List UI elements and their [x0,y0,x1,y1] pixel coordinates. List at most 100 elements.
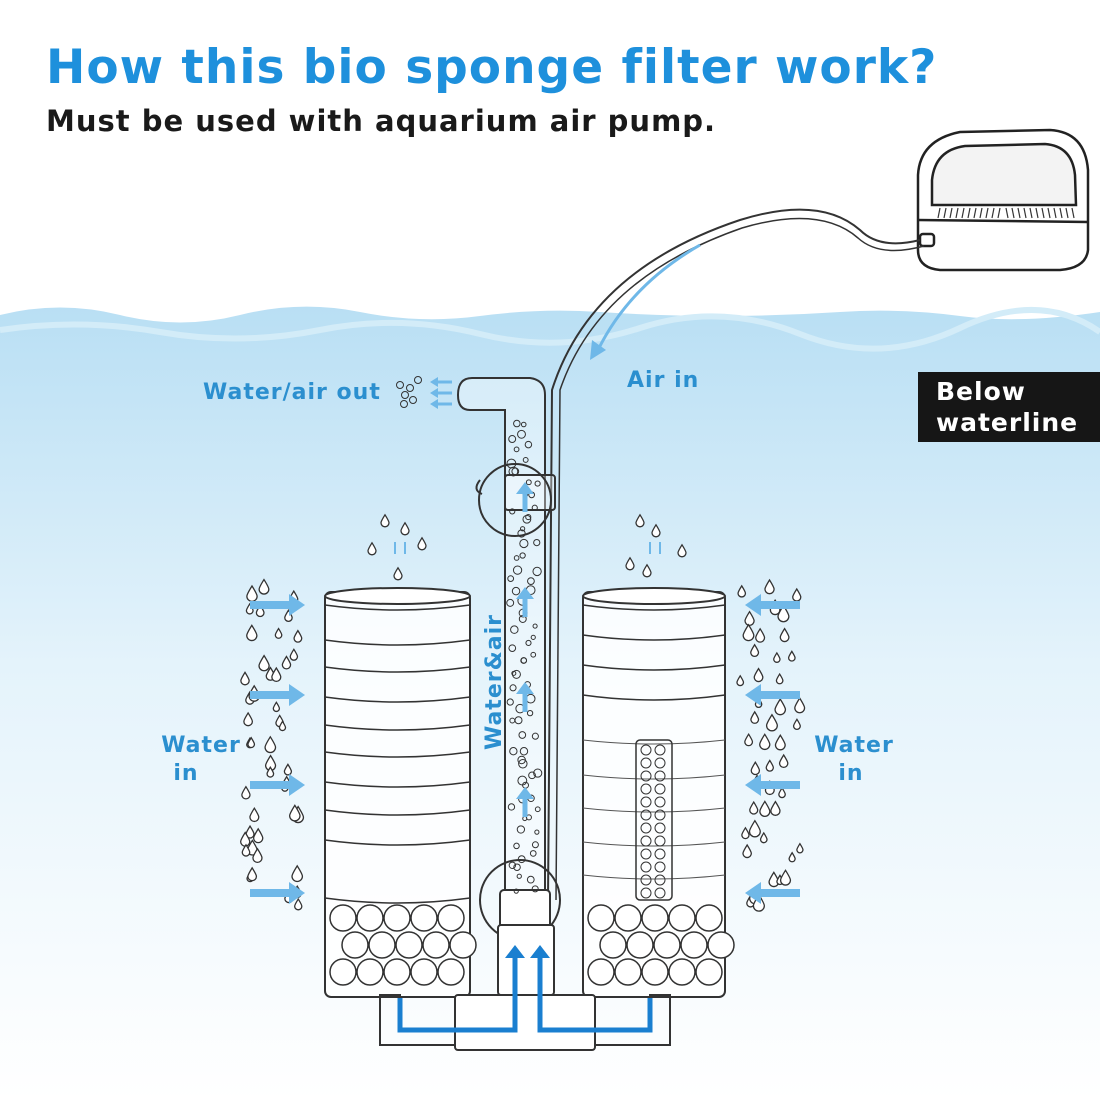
air-bubble [522,456,529,463]
water-droplet-icon [252,847,263,863]
sponge-segment [324,839,471,846]
inner-hole [640,887,652,899]
bio-ball-icon [383,904,411,932]
sponge-segment [582,604,726,611]
vent-line [1005,207,1009,219]
water-droplet-icon [380,513,390,528]
water-droplet-icon [400,521,410,536]
bio-ball-icon [356,904,384,932]
air-bubble [534,480,541,487]
bio-ball-icon [680,931,708,959]
badge-line: waterline [936,408,1079,437]
bio-ball-icon [383,958,411,986]
flow-up-arrows [430,377,534,817]
vent-line [961,207,965,219]
air-bubble [508,435,517,444]
vent-line [991,207,995,219]
arrow-icon [289,684,305,706]
water-droplet-icon [271,666,282,683]
water-droplet-icon [753,667,764,683]
water-droplet-icon [283,763,293,776]
air-bubble [510,625,519,634]
air-bubble [524,440,533,449]
water-droplet-icon [744,732,754,747]
air-bubble [406,384,414,392]
inner-hole [654,796,666,808]
water-in-arrows [250,542,800,904]
air-bubble [533,539,541,547]
bio-ball-icon [587,904,615,932]
vent-line [1029,207,1033,219]
water-droplet-icon [258,578,270,595]
air-bubble [528,771,536,780]
bio-ball-icon [437,958,465,986]
air-bubble [511,467,520,476]
water-droplet-icon [289,804,301,822]
water-droplet-icon [759,800,771,817]
air-bubble [519,538,529,549]
bio-ball-icon [626,931,654,959]
inner-hole [640,822,652,834]
water-droplet-icon [651,523,661,538]
water-droplet-icon [625,556,635,571]
water-droplet-icon [737,584,747,598]
air-bubble [534,806,541,813]
air-bubble [530,651,537,658]
water-droplet-icon [765,759,774,772]
inner-hole [654,861,666,873]
water-droplet-icon [294,897,303,911]
bio-ball-icon [410,904,438,932]
inner-hole [654,848,666,860]
water-droplet-icon [393,566,403,581]
inner-hole [654,809,666,821]
label-water-in-left: Water in [157,732,245,788]
air-bubble [533,768,543,778]
label-line: in [838,761,864,786]
bio-ball-icon [668,958,696,986]
sponge-segment [582,634,726,641]
water-droplet-icon [284,609,293,622]
inner-hole [640,770,652,782]
water-droplet-icon [741,826,750,840]
water-droplet-icon [249,806,260,823]
air-bubble [518,731,527,739]
water-droplet-icon [642,563,652,578]
water-droplet-icon [635,513,645,528]
air-bubble [519,552,526,559]
air-bubble [517,855,526,864]
air-bubble [532,566,542,577]
inner-hole [640,757,652,769]
arrow-icon [745,882,761,904]
air-bubble [506,698,514,706]
water-droplet-icon [765,713,778,732]
water-droplet-icon [264,735,277,754]
vent-line [973,207,977,219]
bio-ball-icon [410,958,438,986]
water-droplet-icon [289,648,299,661]
vent-line [1059,207,1063,219]
water-droplet-icon [759,733,771,751]
air-bubble [508,644,517,653]
inner-hole [640,861,652,873]
label-water-and-air: Water&air [482,613,507,751]
inner-hole [640,809,652,821]
water-droplet-icon [291,864,304,883]
air-bubble [513,446,520,453]
water-droplet-icon [252,827,264,844]
air-bubbles [396,376,543,894]
inner-hole [640,848,652,860]
label-line: Water [161,733,241,758]
sponge-top [324,587,471,605]
inner-hole [654,757,666,769]
sponge-segment [324,751,471,758]
air-bubble [513,842,520,850]
water-droplet-icon [241,785,251,800]
water-droplet-icon [293,629,303,643]
air-bubble [531,732,539,740]
bio-ball-icon [329,958,357,986]
air-bubble [520,657,528,664]
inner-hole [654,874,666,886]
sponge-segment [324,724,471,731]
bio-ball-icon [695,904,723,932]
label-line: in [173,761,199,786]
